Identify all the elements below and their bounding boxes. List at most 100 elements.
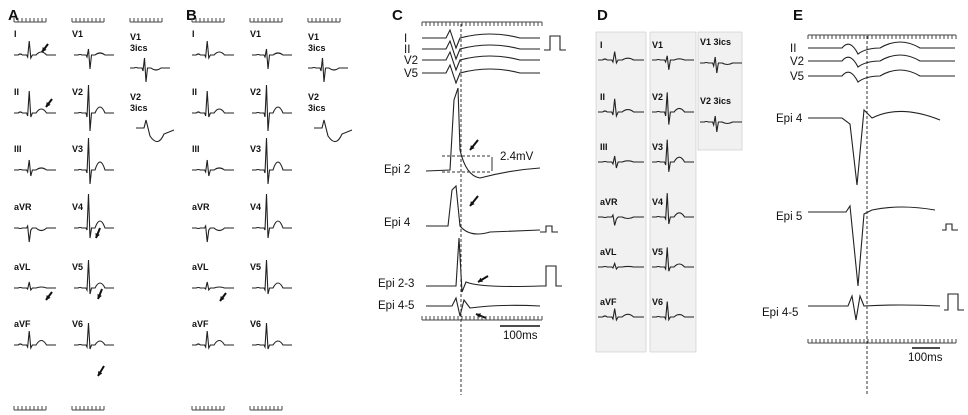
pacing-pulse [540, 265, 562, 287]
ecg-grid-paper [595, 31, 647, 353]
lead-label: II [14, 87, 19, 97]
epi-label: Epi 4 [384, 217, 411, 229]
ecg-trace [314, 119, 353, 143]
ecg-trace [598, 213, 644, 226]
panel-label: C [392, 7, 403, 24]
ecg-trace [74, 137, 114, 185]
ecg-trace [422, 28, 540, 50]
bottom-scale-ticks [421, 316, 543, 321]
ecg-trace [422, 50, 540, 72]
top-scale-ticks [13, 18, 47, 23]
lead-label: II [404, 44, 410, 56]
ecg-trace [252, 322, 292, 350]
epi-trace [426, 296, 541, 317]
top-scale-ticks [71, 18, 105, 23]
top-scale-ticks [191, 18, 225, 23]
st-arrow-head [220, 296, 225, 301]
lead-label: V6 [652, 297, 663, 307]
panel-label: A [8, 7, 19, 24]
st-arrow-head [98, 371, 103, 376]
scale-label: 100ms [503, 330, 538, 342]
ecg-trace [14, 281, 56, 292]
lead-label: I [404, 33, 407, 45]
epi-trace [426, 184, 541, 235]
ecg-grid-paper [697, 31, 743, 151]
lead-label: aVL [14, 262, 31, 272]
lead-label: V1 [250, 29, 261, 39]
lead-label: I [14, 29, 17, 39]
lead-label: aVR [14, 202, 32, 212]
ecg-trace [652, 247, 694, 272]
ecg-trace [652, 55, 694, 70]
ecg-trace [14, 40, 56, 60]
lead-label: V6 [250, 319, 261, 329]
lead-label: aVL [192, 262, 209, 272]
ecg-grid-paper [649, 31, 697, 353]
lead-label: V5 [72, 262, 83, 272]
lead-label: V1 [652, 40, 663, 50]
bottom-scale-ticks [807, 339, 957, 344]
lead-label: V4 [250, 202, 261, 212]
st-arrow-head [46, 295, 51, 300]
ecg-trace [598, 261, 644, 271]
epi-label: Epi 4-5 [378, 300, 414, 312]
ecg-trace [192, 224, 234, 243]
pacing-pulse [942, 223, 958, 231]
epi-label: Epi 2 [384, 164, 410, 176]
ecg-trace [808, 41, 955, 55]
lead-label: aVR [600, 197, 618, 207]
ecg-trace [192, 281, 234, 292]
ecg-trace [598, 155, 644, 169]
top-scale-ticks [307, 18, 341, 23]
bottom-scale-ticks [13, 406, 47, 411]
lead-label: aVF [600, 297, 617, 307]
ecg-trace [74, 259, 114, 295]
pacing-pulse [544, 35, 566, 51]
ecg-trace [130, 57, 170, 83]
ecg-trace [136, 119, 175, 143]
epi-label: Epi 2-3 [378, 278, 414, 290]
ecg-trace [192, 330, 234, 350]
ecg-trace [252, 137, 292, 185]
ecg-trace [652, 301, 694, 322]
ecg-trace [252, 84, 292, 132]
top-scale-ticks [421, 21, 543, 26]
bottom-scale-ticks [191, 406, 225, 411]
panel-label: E [793, 7, 803, 24]
lead-label: V2 [404, 55, 418, 67]
epi-arrow-head [470, 145, 475, 150]
ecg-trace [14, 159, 56, 177]
lead-label: V3 [652, 142, 663, 152]
pacing-pulse [540, 225, 558, 233]
lead-label: II [600, 92, 605, 102]
ecg-trace [808, 69, 955, 83]
lead-label: aVL [600, 247, 617, 257]
lead-label: V4 [72, 202, 83, 212]
scale-label: 100ms [908, 352, 943, 364]
ecg-trace [652, 139, 694, 172]
lead-label: V3 [72, 144, 83, 154]
ecg-trace [652, 193, 694, 225]
ecg-trace [252, 48, 292, 70]
ecg-trace [700, 56, 742, 74]
ecg-trace [808, 54, 955, 68]
epi-arrow-head [470, 201, 475, 206]
amplitude-label: 2.4mV [500, 151, 534, 163]
lead-label: aVF [192, 319, 209, 329]
st-arrow-head [97, 294, 102, 299]
ecg-trace [74, 48, 114, 70]
lead-label: V5 [250, 262, 261, 272]
ecg-trace [74, 322, 114, 350]
amplitude-bracket [442, 155, 492, 173]
epi-label: Epi 5 [776, 211, 802, 223]
st-arrow-head [42, 47, 47, 52]
st-arrow-head [95, 233, 100, 238]
